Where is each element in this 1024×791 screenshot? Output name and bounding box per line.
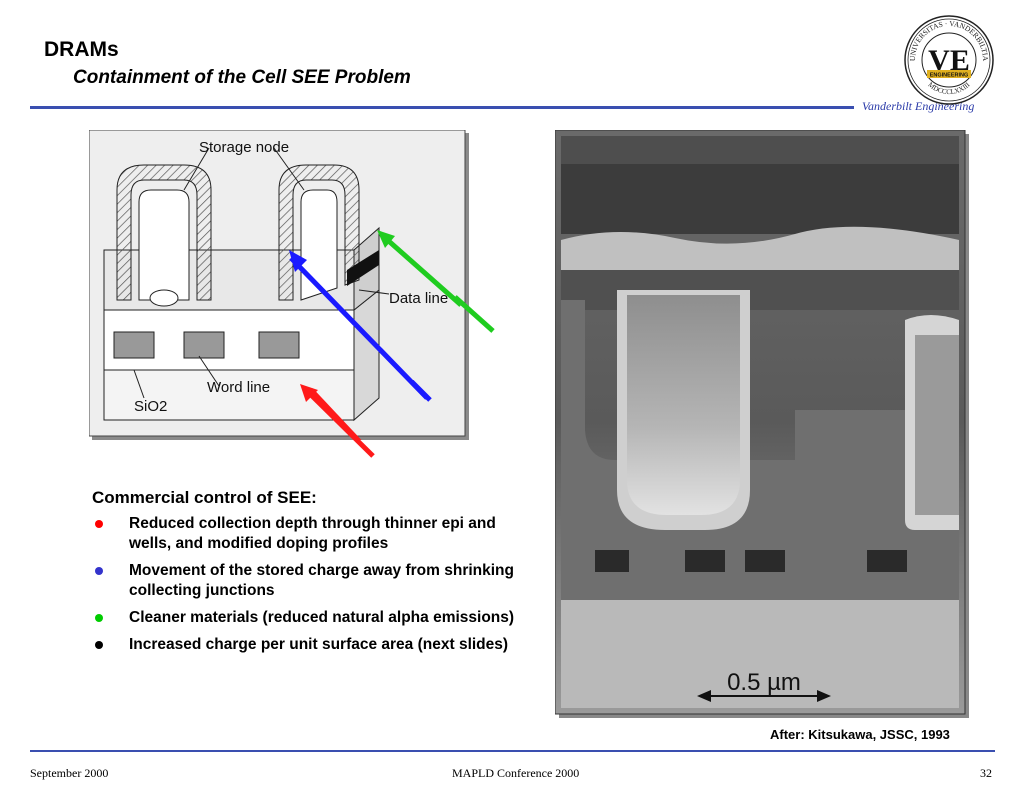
label-storage-node: Storage node (199, 139, 289, 156)
footer-date: September 2000 (30, 766, 109, 780)
slide-title: DRAMs (44, 38, 119, 61)
bullet-text: Reduced collection depth through thinner… (129, 515, 496, 552)
green-arrow-tail (455, 295, 495, 333)
bullet-dot-blue (95, 567, 103, 575)
bullet-heading: Commercial control of SEE: (92, 488, 317, 507)
bullet-text: Cleaner materials (reduced natural alpha… (129, 609, 515, 626)
bullet-item: Movement of the stored charge away from … (92, 561, 522, 601)
bullet-text: Increased charge per unit surface area (… (129, 636, 509, 653)
label-word-line: Word line (207, 379, 270, 396)
dram-cell-diagram: Storage node Data line Word line SiO2 (89, 130, 469, 440)
footer-page-number: 32 (980, 766, 992, 780)
vanderbilt-seal-logo: UNIVERSITAS · VANDERBILTIA MDCCCLXXIII V… (904, 15, 994, 105)
image-credit: After: Kitsukawa, JSSC, 1993 (770, 727, 950, 742)
bullet-item: Increased charge per unit surface area (… (92, 635, 522, 655)
slide-subtitle: Containment of the Cell SEE Problem (73, 67, 411, 88)
bullet-item: Cleaner materials (reduced natural alpha… (92, 608, 522, 628)
bullet-dot-red (95, 520, 103, 528)
green-arrow (377, 230, 463, 307)
footer-rule (30, 750, 995, 752)
label-sio2: SiO2 (134, 398, 167, 415)
bullet-item: Reduced collection depth through thinner… (92, 514, 522, 554)
bullet-dot-black (95, 641, 103, 649)
label-data-line: Data line (389, 290, 448, 307)
bullet-block: Commercial control of SEE: Reduced colle… (92, 488, 522, 662)
header-rule (30, 106, 854, 109)
seal-band: ENGINEERING (930, 73, 969, 79)
arrow-overflow-layer (300, 380, 432, 458)
footer-conference: MAPLD Conference 2000 (452, 766, 580, 780)
bullet-list: Reduced collection depth through thinner… (92, 514, 522, 655)
scale-bar-label: 0.5 µm (727, 669, 801, 696)
blue-arrow (289, 250, 429, 400)
bullet-dot-green (95, 614, 103, 622)
sem-cross-section-image: 0.5 µm (555, 130, 969, 718)
bullet-text: Movement of the stored charge away from … (129, 562, 514, 599)
